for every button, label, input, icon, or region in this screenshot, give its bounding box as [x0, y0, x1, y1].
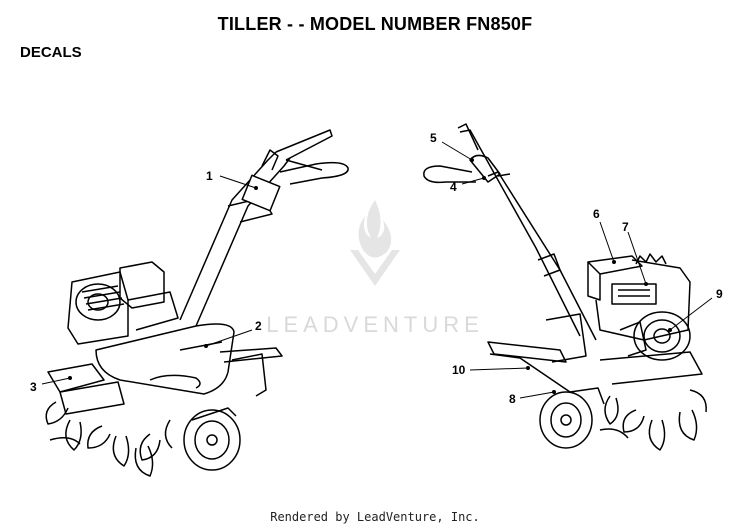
callout-4: 4	[450, 180, 457, 194]
footer-credit: Rendered by LeadVenture, Inc.	[270, 510, 480, 524]
callout-5: 5	[430, 131, 437, 145]
page-title: TILLER - - MODEL NUMBER FN850F	[217, 14, 533, 34]
right-tiller-illustration	[423, 123, 707, 451]
callout-7: 7	[622, 220, 629, 234]
callout-1: 1	[206, 169, 213, 183]
callout-2: 2	[255, 319, 262, 333]
callout-10: 10	[452, 363, 466, 377]
watermark-text: LEADVENTURE	[266, 312, 484, 337]
callout-6: 6	[593, 207, 600, 221]
watermark-logo	[350, 200, 400, 286]
left-tiller-illustration	[45, 129, 349, 477]
callout-leaders	[41, 141, 713, 399]
callout-9: 9	[716, 287, 723, 301]
section-heading: DECALS	[20, 44, 82, 61]
callout-8: 8	[509, 392, 516, 406]
callout-3: 3	[30, 380, 37, 394]
